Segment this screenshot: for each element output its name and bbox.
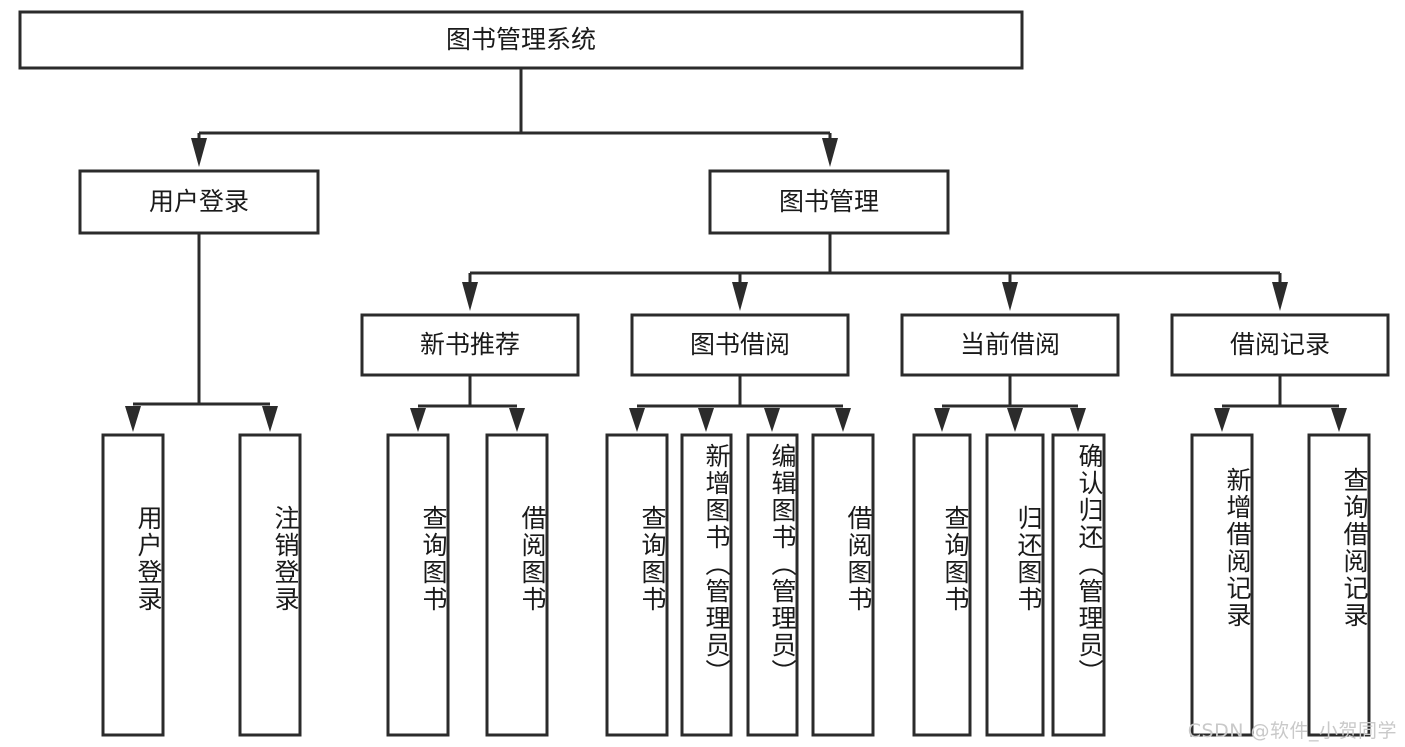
arrow-head-leaf-query-book-new	[410, 408, 426, 432]
arrow-head-leaf-borrow-book	[835, 408, 851, 432]
node-borrow-record-label: 借阅记录	[1230, 330, 1330, 359]
arrow-head-leaf-add-borrow-record	[1214, 408, 1230, 432]
arrow-head-leaf-borrow-book-new	[509, 408, 525, 432]
arrow-head-leaf-confirm-return-admin	[1070, 408, 1086, 432]
arrow-head-user-login	[191, 138, 207, 167]
node-leaf-add-borrow-record-box[interactable]	[1190, 433, 1254, 737]
node-current-borrow-label: 当前借阅	[960, 330, 1060, 359]
node-leaf-borrow-book-new-box[interactable]	[485, 433, 549, 737]
arrow-head-book-management	[822, 138, 838, 167]
node-leaf-query-borrow-record-box[interactable]	[1307, 433, 1371, 737]
node-borrow-record-box[interactable]	[1170, 313, 1390, 377]
node-leaf-edit-book-admin-box[interactable]	[746, 433, 799, 737]
connector-group-root	[191, 68, 838, 167]
node-leaf-logout-box[interactable]	[238, 433, 302, 737]
node-root[interactable]: 图书管理系统	[18, 10, 1024, 70]
connector-group-book-borrow	[629, 375, 851, 432]
node-leaf-borrow-book-box[interactable]	[811, 433, 875, 737]
leaf-boxes	[101, 433, 1371, 737]
arrow-head-leaf-query-borrow-record	[1331, 408, 1347, 432]
arrow-head-leaf-return-book	[1007, 408, 1023, 432]
node-current-borrow[interactable]: 当前借阅	[900, 313, 1120, 377]
arrow-head-book-borrow	[732, 282, 748, 311]
arrow-head-leaf-add-book-admin	[698, 408, 714, 432]
arrow-head-leaf-query-book-current	[934, 408, 950, 432]
connector-group-user-login	[125, 233, 278, 432]
node-user-login[interactable]: 用户登录	[78, 169, 320, 235]
node-leaf-return-book-box[interactable]	[985, 433, 1045, 737]
connector-group-book-management	[462, 233, 1288, 311]
arrow-head-leaf-edit-book-admin	[764, 408, 780, 432]
node-book-management-box[interactable]	[708, 169, 950, 235]
watermark-text: CSDN @软件_小贺同学	[1187, 720, 1397, 742]
connector-group-current-borrow	[934, 375, 1086, 432]
node-leaf-query-book-borrow-box[interactable]	[605, 433, 669, 737]
arrow-head-new-book-recommend	[462, 282, 478, 311]
node-new-book-recommend-box[interactable]	[360, 313, 580, 377]
node-book-borrow[interactable]: 图书借阅	[630, 313, 850, 377]
node-book-borrow-box[interactable]	[630, 313, 850, 377]
node-leaf-query-book-new-box[interactable]	[386, 433, 450, 737]
node-borrow-record[interactable]: 借阅记录	[1170, 313, 1390, 377]
node-book-borrow-label: 图书借阅	[690, 330, 790, 359]
node-book-management[interactable]: 图书管理	[708, 169, 950, 235]
connector-group-new-book-recommend	[410, 375, 525, 432]
node-book-management-label: 图书管理	[779, 187, 879, 216]
node-leaf-add-book-admin-box[interactable]	[680, 433, 733, 737]
arrow-head-current-borrow	[1002, 282, 1018, 311]
node-root-label: 图书管理系统	[446, 25, 596, 54]
node-new-book-recommend-label: 新书推荐	[420, 330, 520, 359]
node-new-book-recommend[interactable]: 新书推荐	[360, 313, 580, 377]
arrow-head-borrow-record	[1272, 282, 1288, 311]
node-leaf-confirm-return-admin-box[interactable]	[1051, 433, 1106, 737]
node-user-login-label: 用户登录	[149, 187, 249, 216]
arrow-head-leaf-query-book-borrow	[629, 408, 645, 432]
arrow-head-leaf-logout	[262, 406, 278, 432]
node-root-box[interactable]	[18, 10, 1024, 70]
node-current-borrow-box[interactable]	[900, 313, 1120, 377]
node-leaf-query-book-current-box[interactable]	[912, 433, 972, 737]
connector-group-borrow-record	[1214, 375, 1347, 432]
node-user-login-box[interactable]	[78, 169, 320, 235]
node-leaf-user-login-box[interactable]	[101, 433, 165, 737]
arrow-head-leaf-user-login	[125, 406, 141, 432]
